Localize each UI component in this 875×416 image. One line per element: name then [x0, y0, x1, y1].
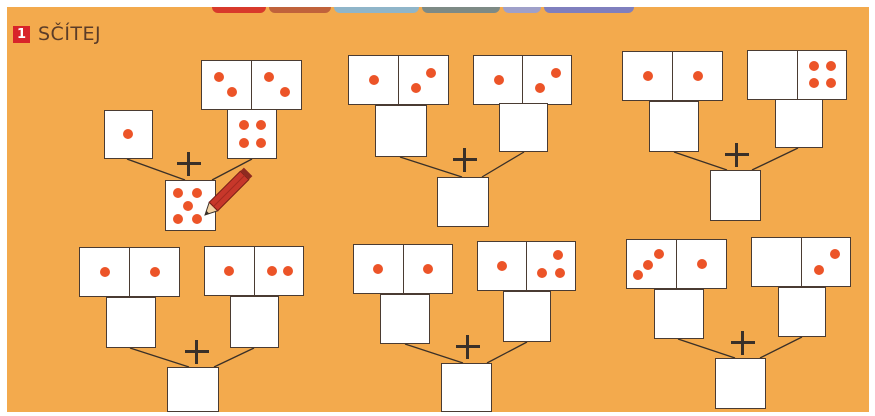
problem-6	[7, 7, 869, 412]
domino-1-1	[79, 247, 180, 297]
problem-5	[7, 7, 869, 412]
problem-2	[7, 7, 869, 412]
connector-lines	[7, 7, 869, 412]
plus-sign	[185, 340, 209, 364]
answer-box-sum[interactable]	[715, 358, 766, 409]
answer-box-right[interactable]	[503, 291, 551, 342]
domino-1-2	[473, 55, 572, 105]
answer-box-right[interactable]	[778, 287, 826, 337]
answer-box-right[interactable]	[499, 103, 548, 152]
answer-box-sum[interactable]	[167, 367, 219, 412]
problem-4	[7, 7, 869, 412]
exercise-header: 1 SČÍTEJ	[13, 23, 101, 45]
domino-1-1	[353, 244, 453, 294]
plus-sign	[731, 331, 755, 355]
answer-box-left[interactable]	[649, 101, 699, 152]
answer-box-left[interactable]	[375, 105, 427, 157]
answer-box-filled[interactable]	[165, 180, 216, 231]
die-four	[227, 109, 277, 159]
worksheet: 1 SČÍTEJ	[7, 7, 869, 412]
exercise-number: 1	[13, 26, 30, 43]
domino-2-2	[201, 60, 302, 110]
answer-box-left[interactable]	[106, 297, 156, 348]
answer-box-sum[interactable]	[710, 170, 761, 221]
plus-sign	[456, 335, 480, 359]
die-one	[104, 110, 153, 159]
answer-box-sum[interactable]	[437, 177, 489, 227]
answer-box-left[interactable]	[654, 289, 704, 339]
domino-1-3	[477, 241, 576, 291]
plus-sign	[453, 148, 477, 172]
answer-box-right[interactable]	[775, 99, 823, 148]
domino-1-1	[622, 51, 723, 101]
domino-1-2	[348, 55, 449, 105]
pencil-icon	[7, 7, 869, 412]
exercise-title: SČÍTEJ	[38, 23, 101, 45]
plus-sign	[177, 152, 201, 176]
answer-box-sum[interactable]	[441, 363, 492, 412]
color-strip	[7, 7, 869, 13]
domino-0-2	[751, 237, 851, 287]
problem-3	[7, 7, 869, 412]
domino-3-1	[626, 239, 727, 289]
plus-sign	[725, 143, 749, 167]
domino-0-4	[747, 50, 847, 100]
problem-1	[7, 7, 869, 412]
answer-box-left[interactable]	[380, 294, 430, 344]
answer-box-right[interactable]	[230, 296, 279, 348]
domino-1-2	[204, 246, 304, 296]
